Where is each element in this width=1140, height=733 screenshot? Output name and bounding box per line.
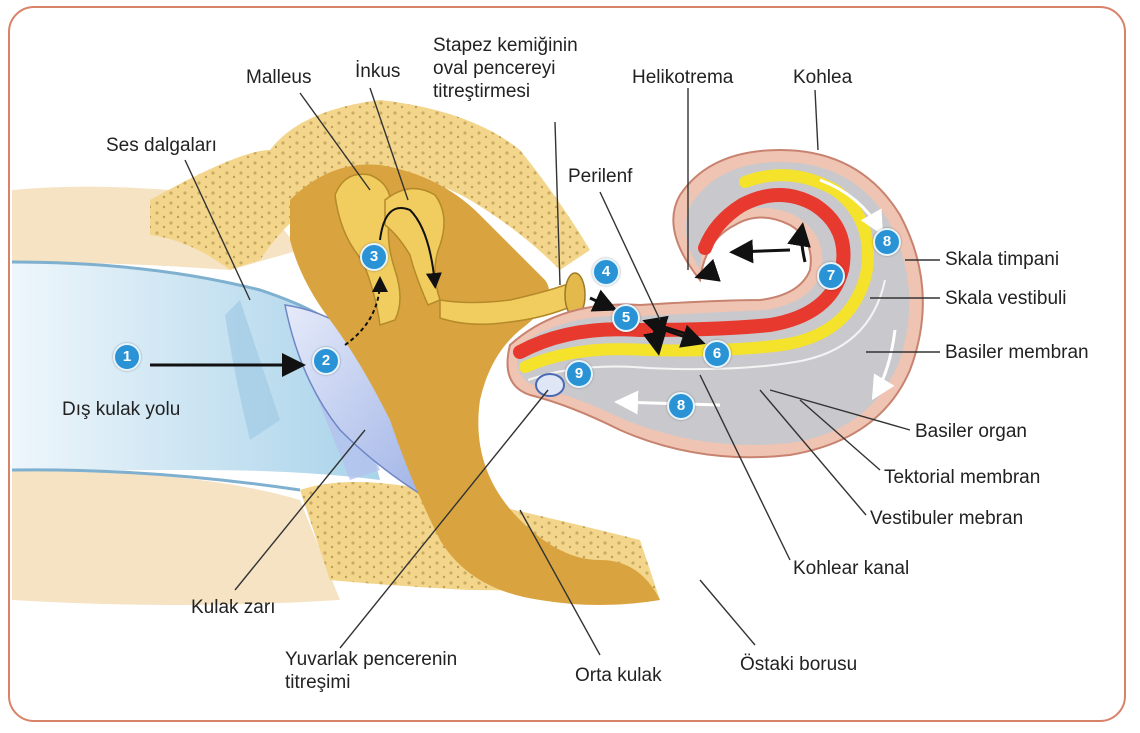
label-basiler-organ: Basiler organ [915, 420, 1027, 443]
label-helikotrema: Helikotrema [632, 66, 733, 89]
label-kohlear-kanal: Kohlear kanal [793, 557, 909, 580]
label-perilenf: Perilenf [568, 165, 632, 188]
label-ostaki-borusu: Östaki borusu [740, 653, 857, 676]
step-badge-4: 4 [592, 258, 620, 286]
label-stapez-line2: oval pencereyi [433, 57, 578, 80]
label-tektorial-membran: Tektorial membran [884, 466, 1040, 489]
label-yuvarlak-line2: titreşimi [285, 671, 457, 694]
step-badge-8-top: 8 [873, 228, 901, 256]
label-yuvarlak: Yuvarlak pencerenin titreşimi [285, 648, 457, 694]
step-badge-6: 6 [703, 340, 731, 368]
label-basiler-membran: Basiler membran [945, 341, 1089, 364]
label-yuvarlak-line1: Yuvarlak pencerenin [285, 648, 457, 671]
step-badge-2: 2 [312, 347, 340, 375]
label-orta-kulak: Orta kulak [575, 664, 662, 687]
step-badge-8-bottom: 8 [667, 392, 695, 420]
label-kulak-zari: Kulak zarı [191, 596, 275, 619]
label-kohlea: Kohlea [793, 66, 852, 89]
step-badge-7: 7 [817, 262, 845, 290]
label-ses-dalgalari: Ses dalgaları [106, 134, 217, 157]
label-stapez-line1: Stapez kemiğinin [433, 34, 578, 57]
step-badge-5: 5 [612, 304, 640, 332]
label-dis-kulak-yolu: Dış kulak yolu [62, 398, 180, 421]
step-badge-3: 3 [360, 243, 388, 271]
label-malleus: Malleus [246, 66, 311, 89]
lower-tissue [12, 470, 340, 605]
flow-arrow-7b [735, 250, 790, 252]
label-skala-vestibuli: Skala vestibuli [945, 287, 1066, 310]
label-stapez-line3: titreştirmesi [433, 80, 578, 103]
round-window [536, 374, 564, 396]
label-skala-timpani: Skala timpani [945, 248, 1059, 271]
step-badge-9: 9 [565, 360, 593, 388]
label-vestibuler-mebran: Vestibuler mebran [870, 507, 1023, 530]
label-inkus: İnkus [355, 60, 400, 83]
step-badge-1: 1 [113, 343, 141, 371]
label-stapez: Stapez kemiğinin oval pencereyi titreşti… [433, 34, 578, 103]
